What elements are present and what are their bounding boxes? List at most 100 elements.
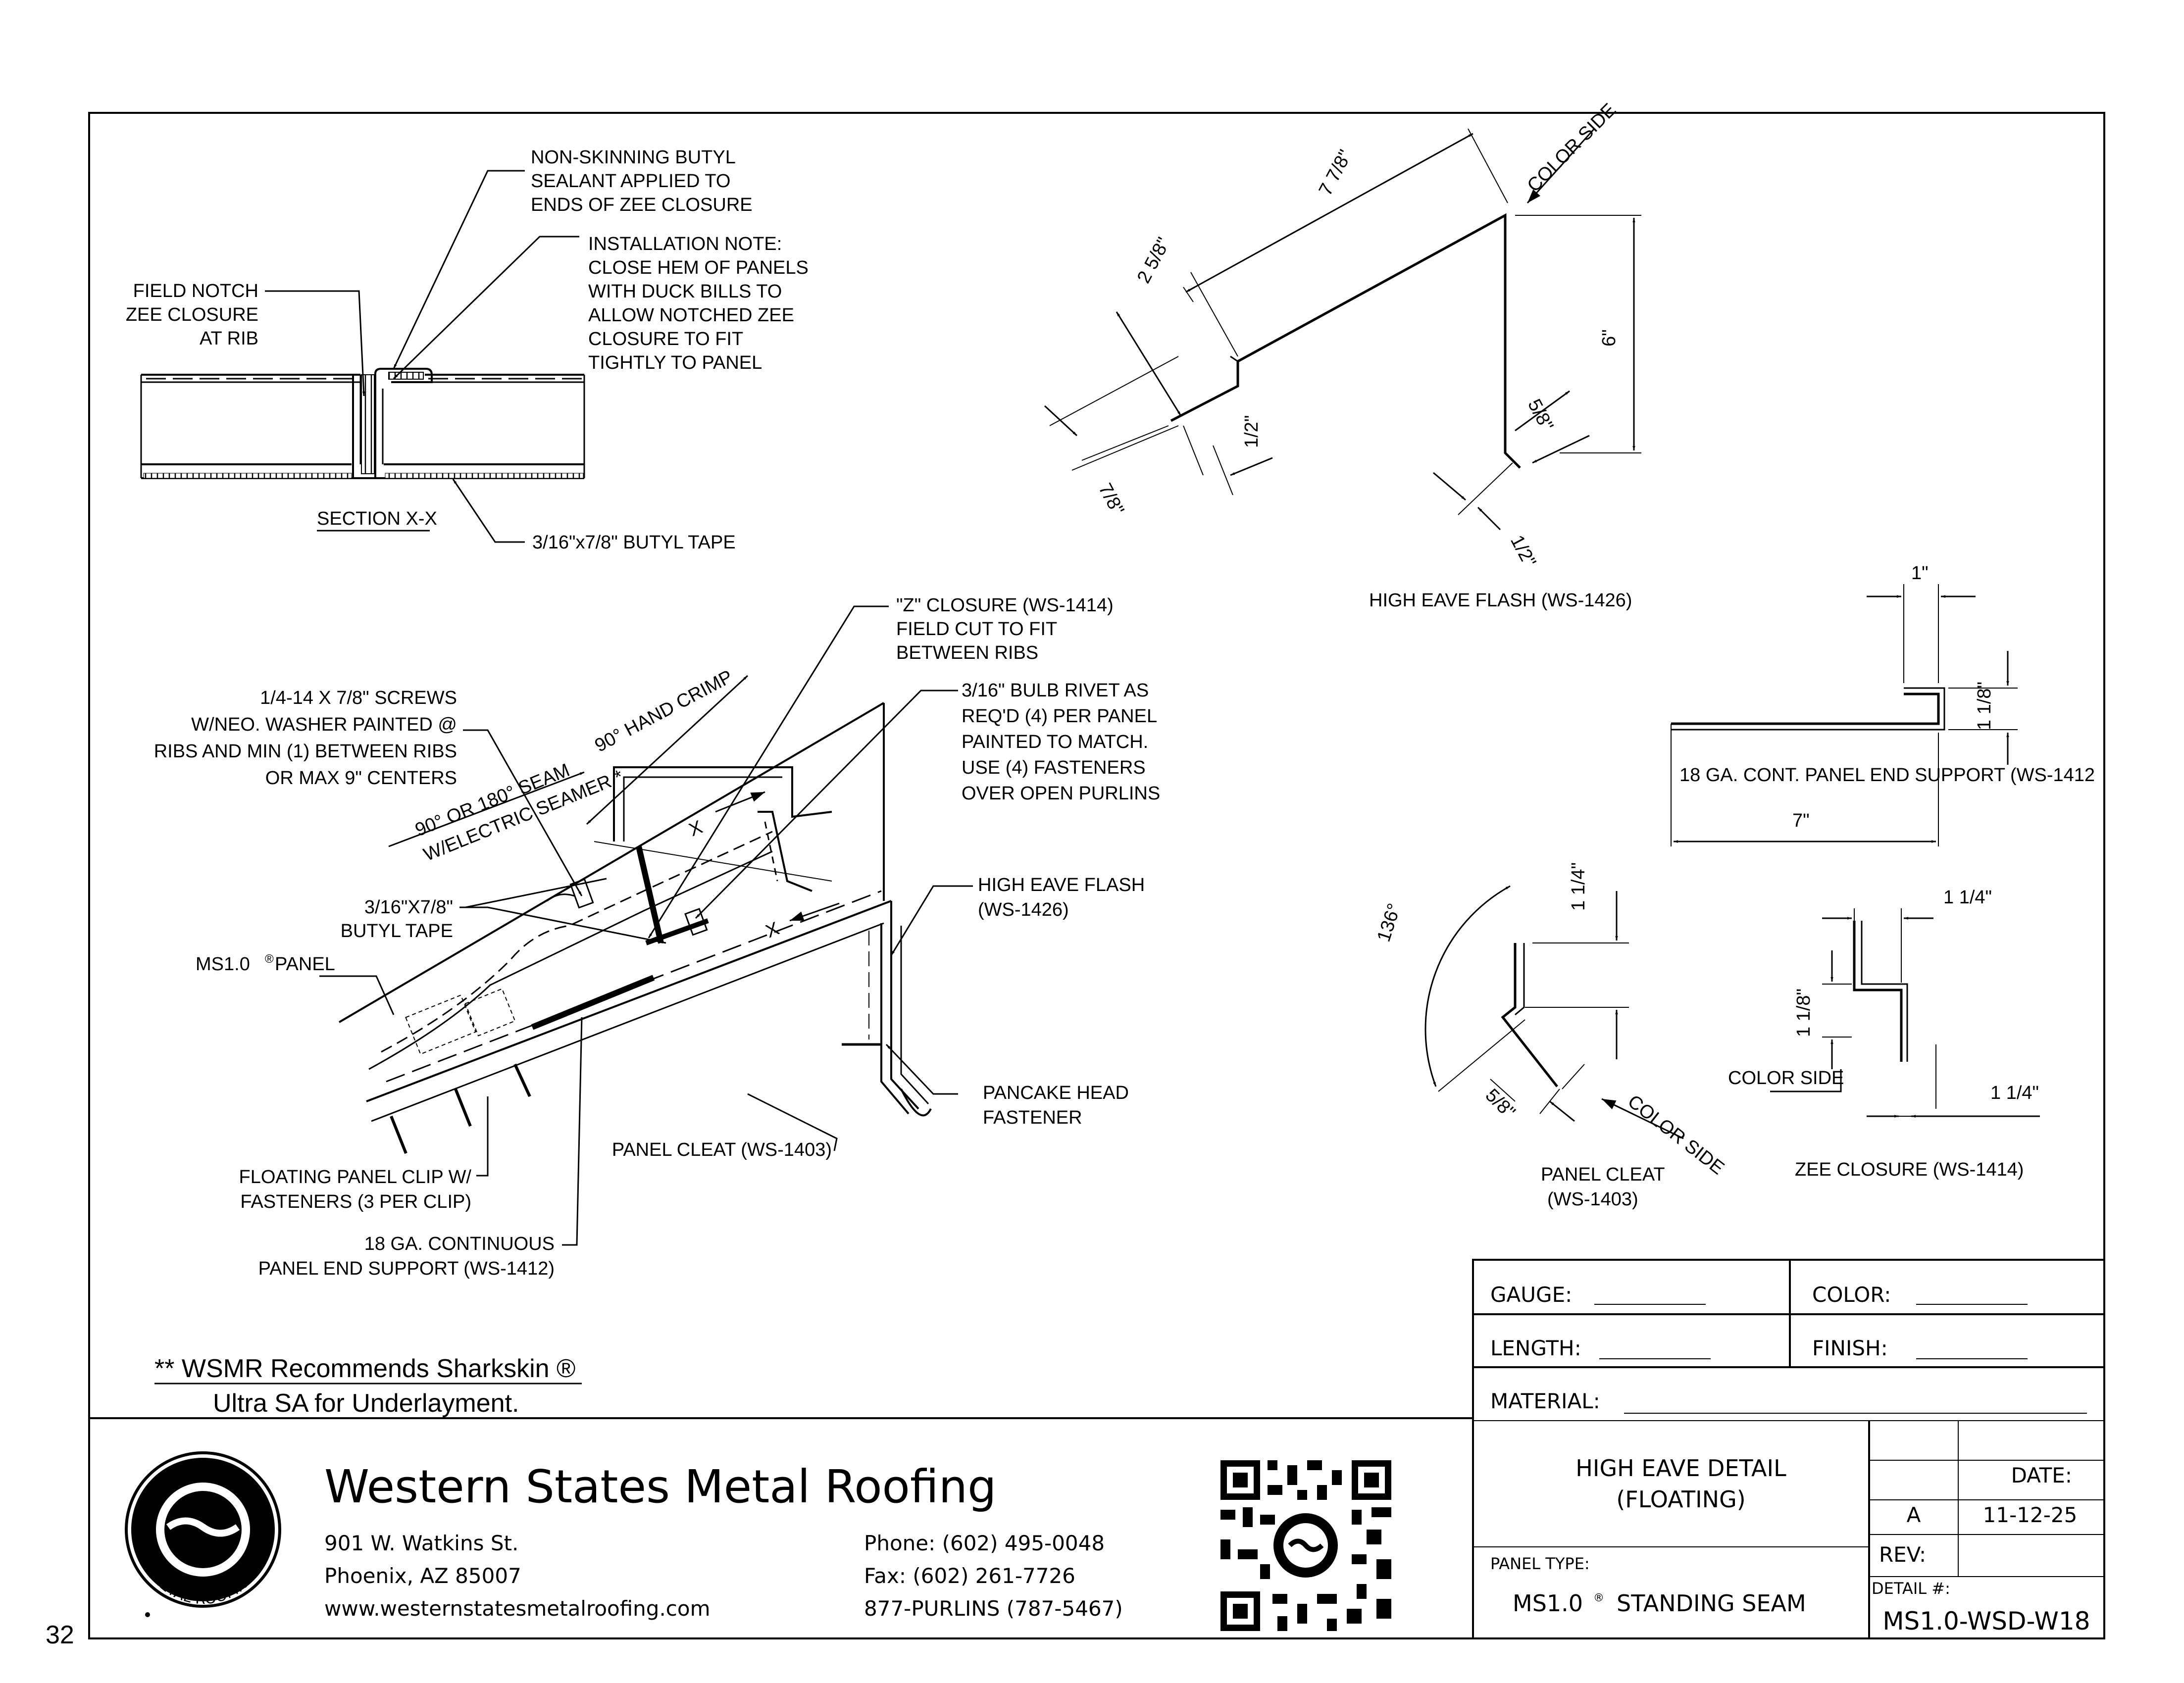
svg-text:(FLOATING): (FLOATING) [1616,1486,1745,1513]
svg-text:1": 1" [1911,563,1929,584]
svg-text:BUTYL TAPE: BUTYL TAPE [341,921,453,941]
svg-text:6": 6" [1599,329,1620,346]
svg-text:PANEL CLEAT: PANEL CLEAT [1541,1164,1665,1185]
svg-text:WITH DUCK BILLS TO: WITH DUCK BILLS TO [588,281,782,302]
svg-text:GAUGE:: GAUGE: [1490,1283,1572,1307]
detail-number: MS1.0-WSD-W18 [1882,1607,2090,1635]
svg-text:OVER OPEN PURLINS: OVER OPEN PURLINS [962,783,1160,804]
svg-text:CLOSURE TO FIT: CLOSURE TO FIT [588,329,743,349]
svg-text:AT RIB: AT RIB [200,328,258,349]
detail-title: HIGH EAVE DETAIL [1575,1455,1786,1482]
svg-text:ZEE CLOSURE: ZEE CLOSURE [126,304,258,325]
svg-text:INSTALLATION NOTE:: INSTALLATION NOTE: [588,234,782,254]
svg-text:LENGTH:: LENGTH: [1490,1336,1581,1360]
svg-text:136°: 136° [1373,901,1405,944]
svg-text:OR MAX 9" CENTERS: OR MAX 9" CENTERS [265,768,457,789]
svg-text:7": 7" [1792,810,1810,831]
svg-text:COLOR:: COLOR: [1812,1283,1891,1307]
svg-text:Phoenix, AZ 85007: Phoenix, AZ 85007 [324,1564,521,1588]
svg-text:FASTENER: FASTENER [983,1107,1082,1128]
svg-text:TIGHTLY TO PANEL: TIGHTLY TO PANEL [588,352,762,373]
svg-text:3/16"x7/8" BUTYL TAPE: 3/16"x7/8" BUTYL TAPE [532,532,736,553]
svg-text:SEALANT APPLIED TO: SEALANT APPLIED TO [531,171,730,192]
main-detail-labels: "Z" CLOSURE (WS-1414) FIELD CUT TO FIT B… [154,595,1161,1279]
svg-text:PANCAKE HEAD: PANCAKE HEAD [983,1083,1129,1103]
svg-text:HIGH EAVE FLASH (WS-1426): HIGH EAVE FLASH (WS-1426) [1369,590,1632,611]
section-xx [140,170,585,543]
svg-text:DATE:: DATE: [2011,1463,2072,1487]
svg-text:1/4-14 X 7/8" SCREWS: 1/4-14 X 7/8" SCREWS [260,688,457,708]
svg-text:7/8": 7/8" [1094,480,1128,519]
svg-text:3/16"X7/8": 3/16"X7/8" [364,897,453,918]
sheet-border [88,112,2105,1639]
svg-text:®: ® [1593,1592,1604,1604]
svg-text:1 1/4": 1 1/4" [1568,862,1589,911]
svg-text:PANEL END SUPPORT (WS-1412): PANEL END SUPPORT (WS-1412) [258,1258,555,1279]
svg-text:5/8": 5/8" [1481,1085,1520,1123]
section-title: SECTION X-X [317,508,437,529]
high-eave-flash-profile [1044,128,1641,531]
svg-text:NON-SKINNING BUTYL: NON-SKINNING BUTYL [531,147,736,168]
svg-text:STANDING SEAM: STANDING SEAM [1617,1590,1806,1617]
svg-text:W/NEO. WASHER PAINTED @: W/NEO. WASHER PAINTED @ [191,714,457,735]
svg-text:www.westernstatesmetalroofing.: www.westernstatesmetalroofing.com [324,1596,711,1621]
svg-text:5/8": 5/8" [1524,396,1557,435]
section-labels: FIELD NOTCH ZEE CLOSURE AT RIB NON-SKINN… [126,147,809,553]
svg-text:18 GA. CONT. PANEL END SUPPORT: 18 GA. CONT. PANEL END SUPPORT (WS-1412 [1679,765,2095,786]
company-info: Western States Metal Roofing 901 W. Watk… [324,1460,1123,1621]
svg-text:COLOR SIDE: COLOR SIDE [1524,99,1620,196]
high-eave-flash-labels: 7 7/8" 2 5/8" 6" 1/2" 7/8" 5/8" 1/2" COL… [1094,99,1632,611]
end-support-labels: 1" 1 1/8" 7" 18 GA. CONT. PANEL END SUPP… [1679,563,2095,831]
svg-text:2 5/8": 2 5/8" [1133,234,1174,287]
svg-text:1 1/4": 1 1/4" [1943,887,1992,908]
svg-text:3/16" BULB RIVET AS: 3/16" BULB RIVET AS [962,680,1149,701]
svg-text:USE (4) FASTENERS: USE (4) FASTENERS [962,757,1146,778]
svg-text:FINISH:: FINISH: [1812,1336,1888,1360]
panel-cleat-labels: 1 1/4" 136° 5/8" COLOR SIDE PANEL CLEAT … [1373,862,1728,1210]
svg-text:90° HAND CRIMP: 90° HAND CRIMP [592,666,736,756]
svg-text:PANEL CLEAT (WS-1403): PANEL CLEAT (WS-1403) [612,1139,832,1160]
main-eave-detail [319,605,973,1246]
svg-text:1 1/8": 1 1/8" [1793,989,1814,1037]
svg-text:1 1/8": 1 1/8" [1974,682,1995,730]
svg-text:877-PURLINS (787-5467): 877-PURLINS (787-5467) [864,1596,1123,1621]
svg-text:X: X [686,817,706,841]
svg-text:7 7/8": 7 7/8" [1315,147,1356,199]
svg-text:Phone: (602) 495-0048: Phone: (602) 495-0048 [864,1531,1105,1555]
end-support-profile [1671,584,2018,846]
svg-text:HIGH EAVE FLASH: HIGH EAVE FLASH [978,875,1145,895]
svg-text:"Z" CLOSURE (WS-1414): "Z" CLOSURE (WS-1414) [896,595,1114,616]
zee-closure-profile [1770,908,2040,1118]
svg-text:MS1.0: MS1.0 [1513,1590,1583,1617]
svg-text:ALLOW NOTCHED ZEE: ALLOW NOTCHED ZEE [588,305,794,326]
svg-text:FIELD NOTCH: FIELD NOTCH [133,281,258,301]
svg-text:** WSMR Recommends Sharkskin ®: ** WSMR Recommends Sharkskin ® [154,1354,575,1383]
company-logo [125,1451,281,1617]
qr-code [1220,1460,1391,1631]
svg-text:®: ® [265,952,274,966]
zee-closure-labels: 1 1/4" 1 1/8" 1 1/4" COLOR SIDE ZEE CLOS… [1728,887,2039,1180]
svg-text:1/2": 1/2" [1506,532,1540,571]
svg-text:1/2": 1/2" [1241,415,1262,448]
svg-text:FLOATING PANEL CLIP W/: FLOATING PANEL CLIP W/ [239,1167,472,1188]
svg-text:COLOR SIDE: COLOR SIDE [1728,1068,1844,1089]
svg-text:MS1.0: MS1.0 [196,954,250,975]
svg-text:18 GA. CONTINUOUS: 18 GA. CONTINUOUS [364,1234,555,1254]
svg-text:FASTENERS (3 PER CLIP): FASTENERS (3 PER CLIP) [240,1191,471,1212]
svg-text:PANEL: PANEL [275,954,335,975]
svg-text:BETWEEN RIBS: BETWEEN RIBS [896,643,1038,663]
svg-text:DETAIL #:: DETAIL #: [1872,1579,1950,1598]
svg-text:PAINTED TO MATCH.: PAINTED TO MATCH. [962,732,1148,752]
title-block-text: GAUGE: COLOR: LENGTH: FINISH: MATERIAL: … [1490,1283,2090,1635]
svg-text:11-12-25: 11-12-25 [1983,1503,2078,1527]
page-number: 32 [46,1621,74,1649]
svg-text:REV:: REV: [1879,1542,1926,1567]
svg-text:901 W. Watkins St.: 901 W. Watkins St. [324,1531,518,1555]
svg-text:1 1/4": 1 1/4" [1990,1083,2039,1103]
svg-text:RIBS AND MIN (1) BETWEEN RIBS: RIBS AND MIN (1) BETWEEN RIBS [154,741,457,762]
svg-text:(WS-1426): (WS-1426) [978,899,1069,920]
svg-text:PANEL TYPE:: PANEL TYPE: [1490,1554,1590,1573]
svg-text:REQ'D (4) PER PANEL: REQ'D (4) PER PANEL [962,706,1157,727]
recommendation-note: ** WSMR Recommends Sharkskin ® Ultra SA … [154,1354,582,1419]
